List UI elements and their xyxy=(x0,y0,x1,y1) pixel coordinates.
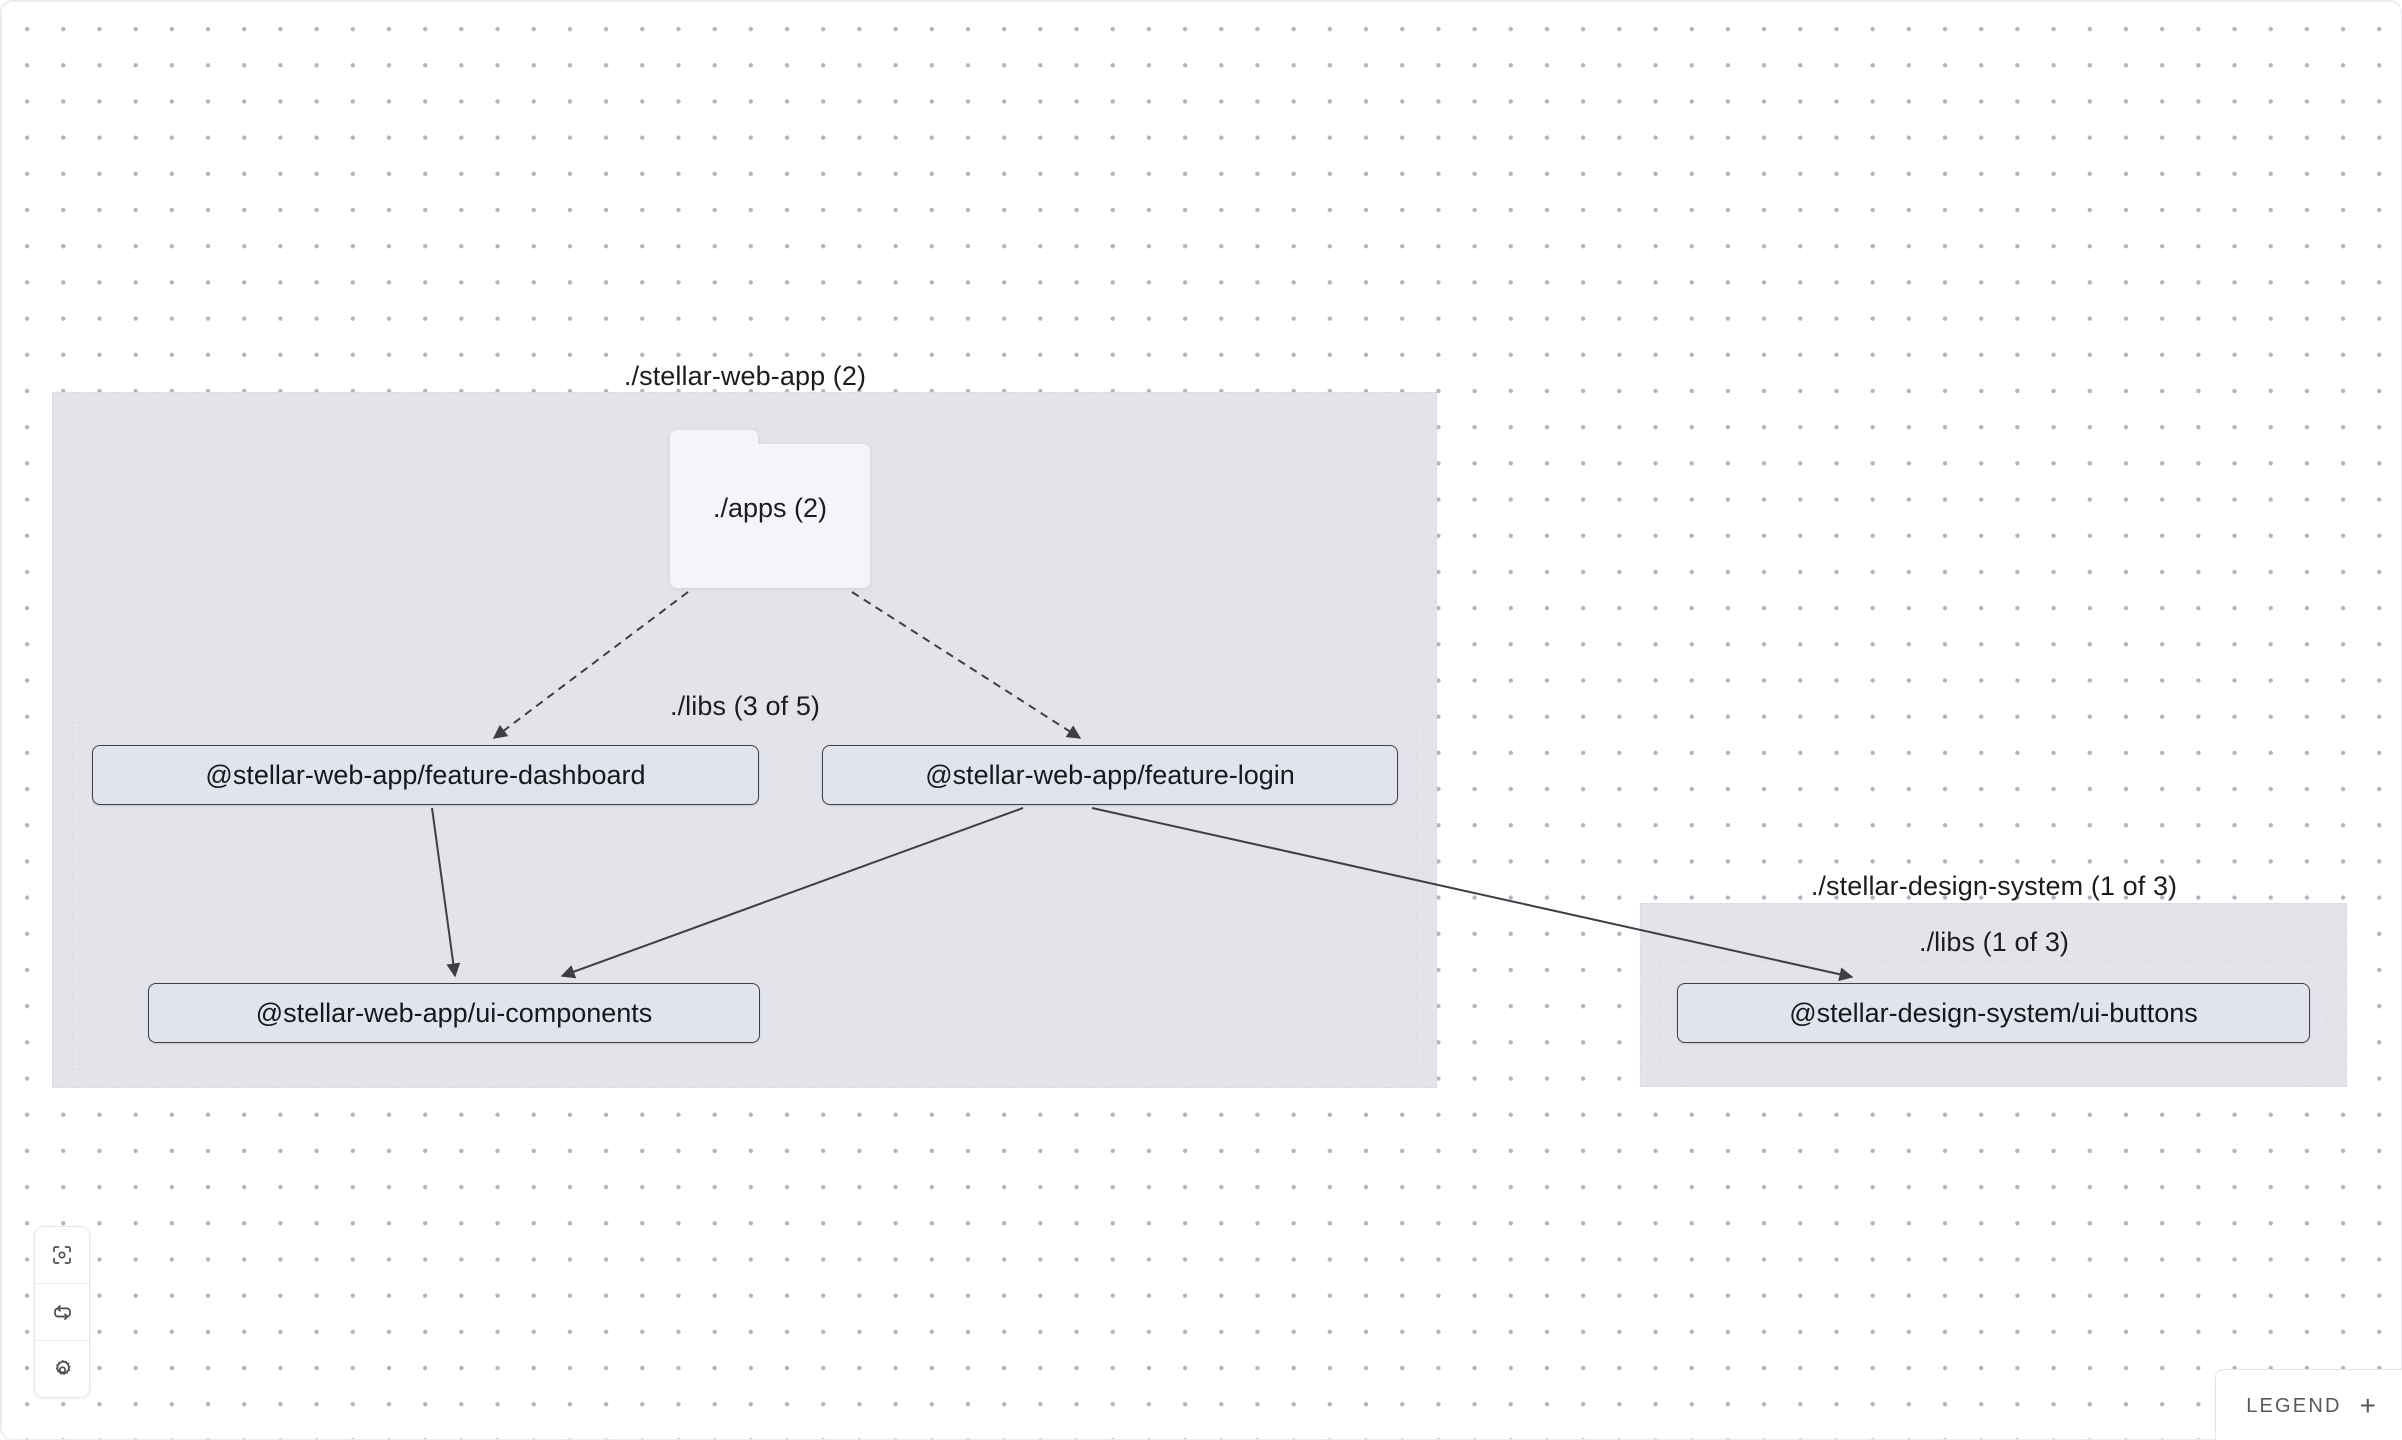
legend-expand-icon[interactable]: + xyxy=(2359,1390,2376,1421)
node-label-feature-dashboard: @stellar-web-app/feature-dashboard xyxy=(205,759,646,790)
node-label-feature-login: @stellar-web-app/feature-login xyxy=(925,759,1295,790)
group-label-stellar-web-app-libs: ./libs (3 of 5) xyxy=(669,691,821,721)
legend-label: LEGEND xyxy=(2246,1394,2342,1417)
node-ui-components[interactable]: @stellar-web-app/ui-components xyxy=(148,983,760,1043)
focus-button[interactable] xyxy=(35,1227,89,1284)
refresh-sync-icon xyxy=(50,1300,75,1325)
focus-target-icon xyxy=(50,1243,74,1267)
group-label-stellar-design-system: ./stellar-design-system (1 of 3) xyxy=(1810,871,2178,901)
group-stellar-design-system-libs[interactable] xyxy=(1660,960,2327,1070)
folder-node-apps[interactable]: ./apps (2) xyxy=(670,430,870,588)
node-feature-login[interactable]: @stellar-web-app/feature-login xyxy=(822,745,1398,805)
canvas-toolbar xyxy=(34,1226,90,1398)
group-label-stellar-design-system-libs: ./libs (1 of 3) xyxy=(1918,927,2070,957)
group-label-stellar-web-app: ./stellar-web-app (2) xyxy=(623,361,867,391)
folder-body xyxy=(670,444,870,588)
settings-button[interactable] xyxy=(35,1341,89,1397)
refresh-button[interactable] xyxy=(35,1284,89,1341)
gear-icon xyxy=(50,1357,75,1382)
legend-panel[interactable]: LEGEND + xyxy=(2215,1369,2402,1440)
folder-label-apps: ./apps (2) xyxy=(712,492,828,523)
node-label-ui-components: @stellar-web-app/ui-components xyxy=(255,997,653,1028)
node-label-ui-buttons: @stellar-design-system/ui-buttons xyxy=(1789,997,2198,1028)
node-feature-dashboard[interactable]: @stellar-web-app/feature-dashboard xyxy=(92,745,759,805)
node-ui-buttons[interactable]: @stellar-design-system/ui-buttons xyxy=(1677,983,2310,1043)
